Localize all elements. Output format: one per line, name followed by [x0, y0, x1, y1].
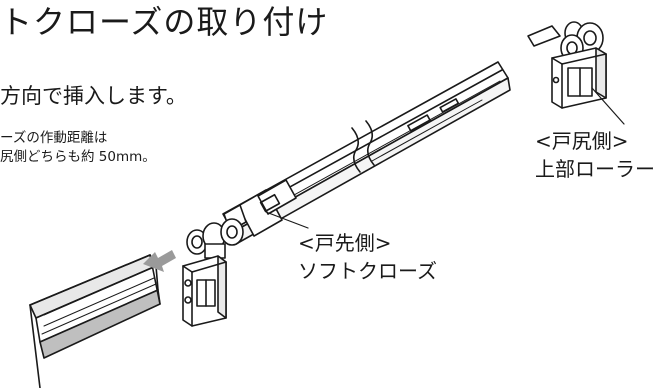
note-line-1: ーズの作動距離は — [0, 130, 108, 146]
insertion-arrow-icon — [143, 250, 176, 272]
rear-roller-assembly — [527, 21, 607, 109]
rear-part-label: 上部ローラー — [535, 157, 655, 181]
door-rail — [29, 254, 161, 388]
page-title: トクローズの取り付け — [0, 3, 329, 41]
instruction-text: 方向で挿入します。 — [0, 84, 187, 108]
front-roller-assembly — [182, 218, 244, 327]
front-side-label: <戸先側> — [298, 231, 392, 255]
rear-side-label: <戸尻側> — [535, 129, 629, 153]
soft-close-bar — [222, 61, 511, 245]
rear-leader-line — [591, 87, 625, 125]
note-line-2: 尻側どちらも約 50mm。 — [0, 149, 156, 165]
front-part-label: ソフトクローズ — [298, 259, 437, 283]
front-leader-line — [265, 211, 309, 229]
